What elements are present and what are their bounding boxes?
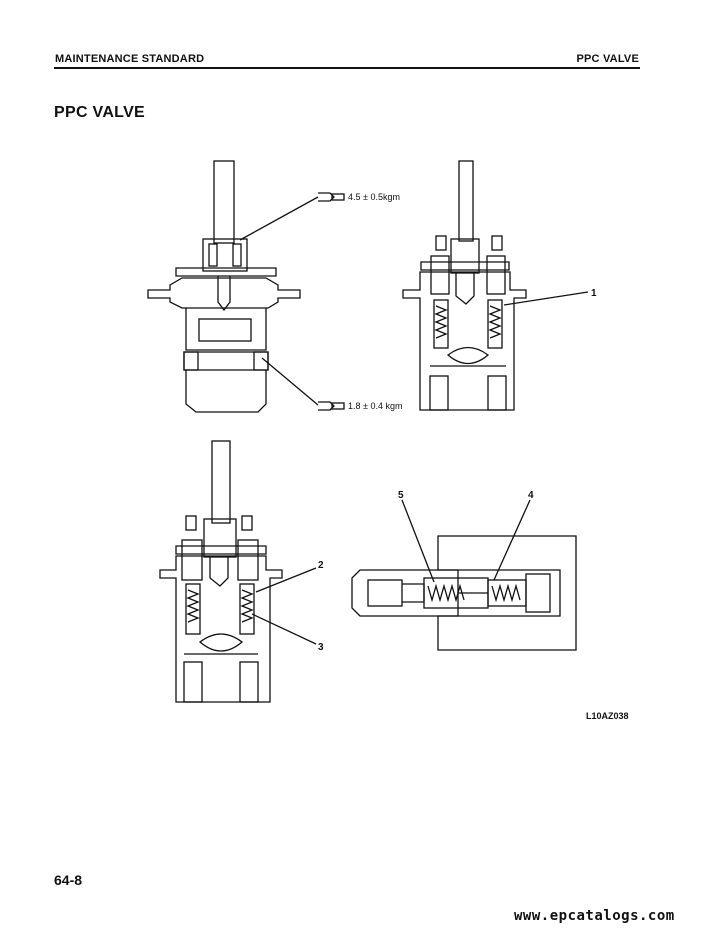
leader-torque-top	[239, 196, 319, 241]
leader-callout-5	[401, 499, 435, 583]
page-number: 64-8	[54, 872, 83, 888]
watermark-url: www.epcatalogs.com	[514, 908, 675, 924]
figure-code: L10AZ038	[586, 711, 629, 721]
torque-label-bottom: 1.8 ± 0.4 kgm	[348, 401, 402, 411]
valve-external-view	[147, 160, 301, 413]
leader-callout-3	[251, 613, 317, 645]
valve-section-view-1	[402, 160, 527, 411]
leader-callout-1	[503, 291, 589, 306]
header-chapter-title: PPC VALVE	[576, 53, 639, 65]
valve-cross-section	[351, 535, 577, 651]
header-rule	[54, 67, 640, 69]
callout-2: 2	[318, 560, 324, 571]
header-section-title: MAINTENANCE STANDARD	[55, 53, 205, 65]
callout-1: 1	[591, 288, 597, 299]
leader-callout-2	[255, 567, 317, 593]
callout-4: 4	[528, 490, 534, 501]
torque-label-top: 4.5 ± 0.5kgm	[348, 192, 400, 202]
leader-torque-bottom	[261, 357, 319, 406]
leader-callout-4	[493, 499, 531, 581]
wrench-icon	[318, 192, 345, 202]
valve-section-view-2	[159, 440, 283, 703]
page-title: PPC VALVE	[54, 104, 146, 121]
callout-5: 5	[398, 490, 404, 501]
callout-3: 3	[318, 642, 324, 653]
wrench-icon	[318, 401, 345, 411]
